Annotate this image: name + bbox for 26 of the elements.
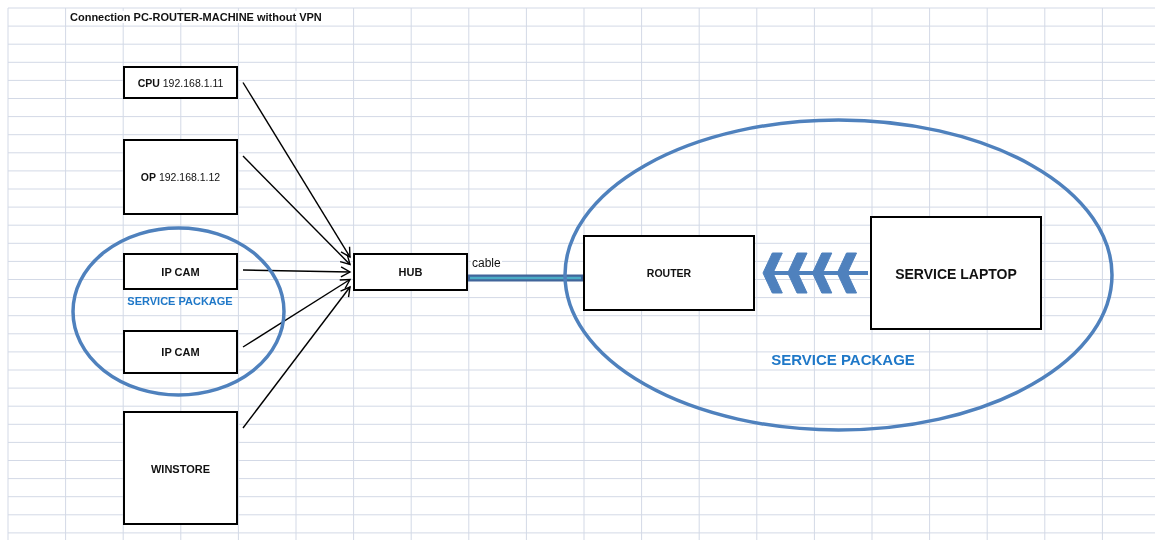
device-box xyxy=(123,139,238,215)
device-box xyxy=(123,330,238,374)
device-label: HUB xyxy=(398,266,423,278)
arrow xyxy=(242,266,351,278)
device-box xyxy=(353,253,468,291)
arrow xyxy=(242,278,351,348)
group-label: SERVICE PACKAGE xyxy=(770,351,916,368)
device-box xyxy=(870,216,1042,330)
device-label: SERVICE LAPTOP xyxy=(895,266,1017,282)
device-box xyxy=(123,253,238,290)
device-label: WINSTORE xyxy=(150,463,211,475)
device-label: OP 192.168.1.12 xyxy=(140,171,221,183)
device-label: ROUTER xyxy=(646,267,692,279)
arrow xyxy=(242,81,351,258)
diagram-title: Connection PC-ROUTER-MACHINE without VPN xyxy=(68,11,324,23)
device-box xyxy=(123,411,238,525)
arrow xyxy=(242,286,351,429)
device-box xyxy=(123,66,238,99)
group-label: SERVICE PACKAGE xyxy=(126,295,234,307)
device-box xyxy=(583,235,755,311)
device-label: IP CAM xyxy=(161,265,200,278)
edge-label: cable xyxy=(471,256,502,270)
device-label: IP CAM xyxy=(161,346,200,358)
cable-line xyxy=(468,274,583,282)
arrow xyxy=(242,155,351,266)
device-label: CPU 192.168.1.11 xyxy=(137,76,224,89)
